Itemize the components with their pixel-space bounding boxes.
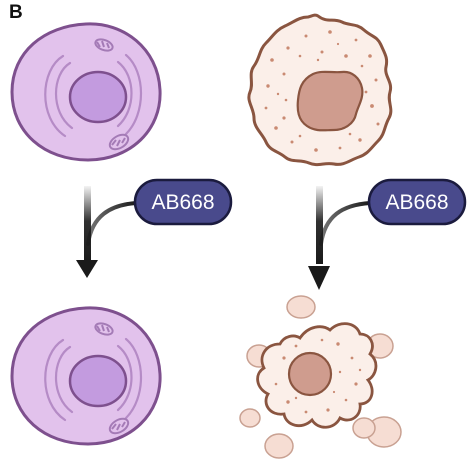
mitochondrion <box>94 38 114 52</box>
cytoplasm-granules <box>274 338 362 414</box>
cell-nucleus <box>296 70 364 132</box>
cell-nucleus <box>68 354 128 408</box>
mitochondrion <box>94 322 114 336</box>
endoplasmic-reticulum <box>44 337 143 422</box>
treatment-label: AB668 <box>151 191 214 214</box>
treatment-arrow-left <box>76 186 138 278</box>
treatment-label: AB668 <box>385 191 448 214</box>
treatment-arrow-right <box>308 186 372 290</box>
treatment-badge-left: AB668 <box>133 178 233 226</box>
mitochondrion <box>108 417 130 435</box>
fragmented-cell-treated <box>239 295 402 459</box>
apoptotic-cell-untreated <box>247 13 393 167</box>
healthy-cell-treated <box>10 306 162 446</box>
cell-nucleus <box>287 351 333 397</box>
mitochondrion <box>108 133 130 151</box>
cytoplasm-granules <box>264 30 380 152</box>
cell-nucleus <box>68 70 128 124</box>
panel-label: B <box>9 2 23 23</box>
endoplasmic-reticulum <box>44 53 143 138</box>
treatment-badge-right: AB668 <box>367 178 467 226</box>
healthy-cell-untreated <box>10 22 162 162</box>
